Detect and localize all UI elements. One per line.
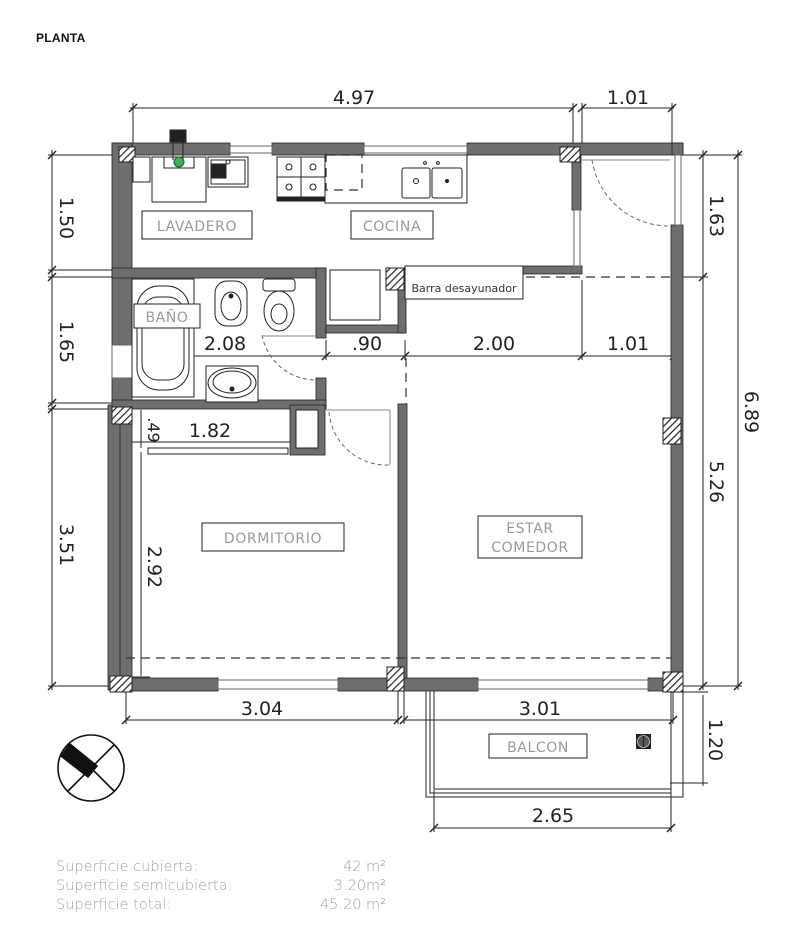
walls xyxy=(107,142,684,692)
washbasin-icon xyxy=(205,365,259,403)
dim-bottom-estar: 3.01 xyxy=(519,698,561,720)
north-arrow-icon xyxy=(57,734,125,802)
area-value: 3.20m² xyxy=(333,878,386,894)
gas-meter-icon xyxy=(636,734,651,749)
page-title: PLANTA xyxy=(36,31,86,45)
laundry-sink-icon xyxy=(207,156,249,188)
toilet-icon xyxy=(262,278,296,332)
bidet-icon xyxy=(214,280,248,327)
dim-left-1: 1.50 xyxy=(55,197,77,239)
column-hatch-icon xyxy=(109,146,684,693)
dimension-ticks xyxy=(47,103,743,833)
room-label-lavadero: LAVADERO xyxy=(157,219,237,235)
area-value: 42 m² xyxy=(343,859,386,875)
closet xyxy=(147,409,319,455)
area-label: Superficie total: xyxy=(56,897,172,913)
gas-valve-icon xyxy=(173,156,185,168)
kitchen-sink-icon xyxy=(324,154,468,204)
room-label-barra: Barra desayunador xyxy=(411,282,517,295)
dim-balcon-depth: 1.20 xyxy=(704,719,726,761)
dim-bottom-dorm: 3.04 xyxy=(241,698,283,720)
dim-dorm-depth: 2.92 xyxy=(143,546,165,588)
room-label-balcon: BALCON xyxy=(507,740,569,756)
window-openings xyxy=(111,145,682,690)
area-row-semicubierta: Superficie semicubierta: 3.20m² xyxy=(56,877,386,896)
room-label-estar: ESTAR xyxy=(506,521,554,537)
area-value: 45.20 m² xyxy=(319,897,386,913)
area-row-cubierta: Superficie cubierta: 42 m² xyxy=(56,858,386,877)
room-label-comedor: COMEDOR xyxy=(491,540,568,556)
dim-pasillo: .90 xyxy=(352,333,382,355)
dim-right-1: 1.63 xyxy=(705,195,727,237)
dim-placard-width: 1.82 xyxy=(189,420,231,442)
dim-balcon-width: 2.65 xyxy=(532,805,574,827)
bathtub-icon xyxy=(131,278,195,398)
room-label-bano: BAÑO xyxy=(145,309,188,326)
dim-left-3: 3.51 xyxy=(55,524,77,566)
stove-icon xyxy=(276,156,326,202)
dim-placard-depth: .49 xyxy=(144,417,163,442)
fridge-icon xyxy=(329,269,381,321)
room-label-boxes xyxy=(133,210,588,759)
dim-right-total: 6.89 xyxy=(740,391,762,433)
dim-estar-a: 2.00 xyxy=(473,333,515,355)
area-summary: Superficie cubierta: 42 m² Superficie se… xyxy=(56,858,386,915)
room-label-cocina: COCINA xyxy=(363,219,421,235)
area-label: Superficie semicubierta: xyxy=(56,878,233,894)
room-label-dormitorio: DORMITORIO xyxy=(224,531,322,547)
dim-top-right: 1.01 xyxy=(607,87,649,109)
dim-top-main: 4.97 xyxy=(333,87,375,109)
dim-estar-b: 1.01 xyxy=(607,333,649,355)
dim-right-2: 5.26 xyxy=(705,461,727,503)
door-swings xyxy=(261,159,671,466)
area-label: Superficie cubierta: xyxy=(56,859,198,875)
balcony-outline xyxy=(425,691,684,798)
dim-bano-width: 2.08 xyxy=(204,333,246,355)
dim-left-2: 1.65 xyxy=(55,321,77,363)
area-row-total: Superficie total: 45.20 m² xyxy=(56,896,386,915)
